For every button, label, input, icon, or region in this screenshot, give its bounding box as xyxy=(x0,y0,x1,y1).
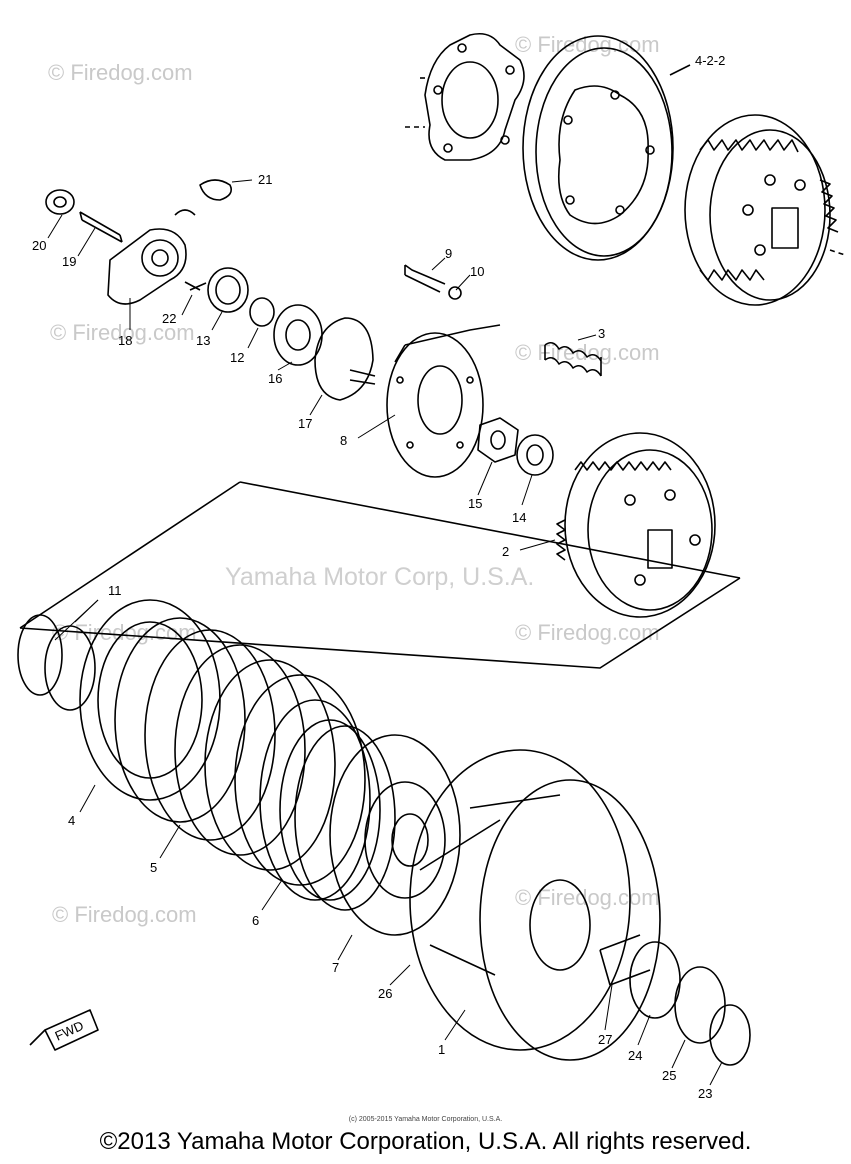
callout-20: 20 xyxy=(32,238,46,253)
clutch-spring xyxy=(544,341,602,377)
watermark-text: © Firedog.com xyxy=(515,32,660,57)
pressure-plate xyxy=(386,332,484,478)
thrust-washer-2 xyxy=(674,966,726,1044)
bolt xyxy=(404,264,446,293)
callout-24: 24 xyxy=(628,1048,642,1063)
clutch-gear-top xyxy=(684,114,846,306)
lock-washer xyxy=(516,434,554,476)
watermark-text: © Firedog.com xyxy=(515,620,660,645)
callout-12: 12 xyxy=(230,350,244,365)
callout-9: 9 xyxy=(445,246,452,261)
oil-seal-inner xyxy=(215,275,241,305)
needle-bearing xyxy=(249,297,275,327)
watermark-center: Yamaha Motor Corp, U.S.A. xyxy=(225,563,534,591)
washer xyxy=(448,286,462,300)
callout-17: 17 xyxy=(298,416,312,431)
oil-seal xyxy=(207,267,249,313)
callout-3: 3 xyxy=(598,326,605,341)
callout-4: 4 xyxy=(68,813,75,828)
watermark-text: © Firedog.com xyxy=(52,902,197,927)
lock-washer-hole xyxy=(526,444,544,466)
push-plate xyxy=(314,317,376,401)
callout-25: 25 xyxy=(662,1068,676,1083)
primary-gear-plate xyxy=(405,32,525,161)
push-lever-assembly xyxy=(45,179,233,305)
callout-19: 19 xyxy=(62,254,76,269)
callout-22: 22 xyxy=(162,311,176,326)
fwd-label: FWD xyxy=(53,1018,86,1044)
callout-23: 23 xyxy=(698,1086,712,1101)
clutch-housing xyxy=(409,749,661,1061)
fine-print: (c) 2005-2015 Yamaha Motor Corporation, … xyxy=(348,1116,503,1123)
callout-18: 18 xyxy=(118,333,132,348)
callout-27: 27 xyxy=(598,1032,612,1047)
friction-plate-stack xyxy=(79,599,396,911)
callout-1: 1 xyxy=(438,1042,445,1057)
callout-7: 7 xyxy=(332,960,339,975)
watermark-text: © Firedog.com xyxy=(48,60,193,85)
callout-5: 5 xyxy=(150,860,157,875)
assembly-outline xyxy=(19,481,741,669)
callout-11: 11 xyxy=(108,583,122,598)
callout-2: 2 xyxy=(502,544,509,559)
callout-21: 21 xyxy=(258,172,272,187)
callout-15: 15 xyxy=(468,496,482,511)
watermark-text: © Firedog.com xyxy=(515,340,660,365)
clutch-pressure-disc xyxy=(329,734,461,936)
cushion-ring xyxy=(17,614,63,696)
clutch-boss xyxy=(556,432,716,618)
ball-bearing-inner xyxy=(285,319,311,351)
watermark-text: © Firedog.com xyxy=(50,320,195,345)
callout-8: 8 xyxy=(340,433,347,448)
callout-labels: 20 19 21 18 22 13 12 16 17 8 9 10 3 15 1… xyxy=(32,53,725,1101)
copyright-notice: ©2013 Yamaha Motor Corporation, U.S.A. A… xyxy=(99,1128,752,1155)
exploded-parts-diagram: © Firedog.com © Firedog.com © Firedog.co… xyxy=(17,32,846,1101)
callout-14: 14 xyxy=(512,510,526,525)
callout-6: 6 xyxy=(252,913,259,928)
assembly-outline-top xyxy=(394,324,501,363)
watermark-layer: © Firedog.com © Firedog.com © Firedog.co… xyxy=(48,32,660,927)
leader-lines xyxy=(47,179,723,1086)
thrust-washer-3 xyxy=(709,1004,751,1066)
lock-nut-hole xyxy=(490,430,506,450)
callout-26: 26 xyxy=(378,986,392,1001)
primary-driven-gear-disc xyxy=(522,35,691,261)
callout-4-2-2: 4-2-2 xyxy=(695,53,725,68)
thrust-washer-1 xyxy=(629,941,681,1019)
callout-16: 16 xyxy=(268,371,282,386)
fwd-arrow-icon xyxy=(29,1009,99,1051)
callout-13: 13 xyxy=(196,333,210,348)
callout-10: 10 xyxy=(470,264,484,279)
lock-nut xyxy=(477,417,519,463)
